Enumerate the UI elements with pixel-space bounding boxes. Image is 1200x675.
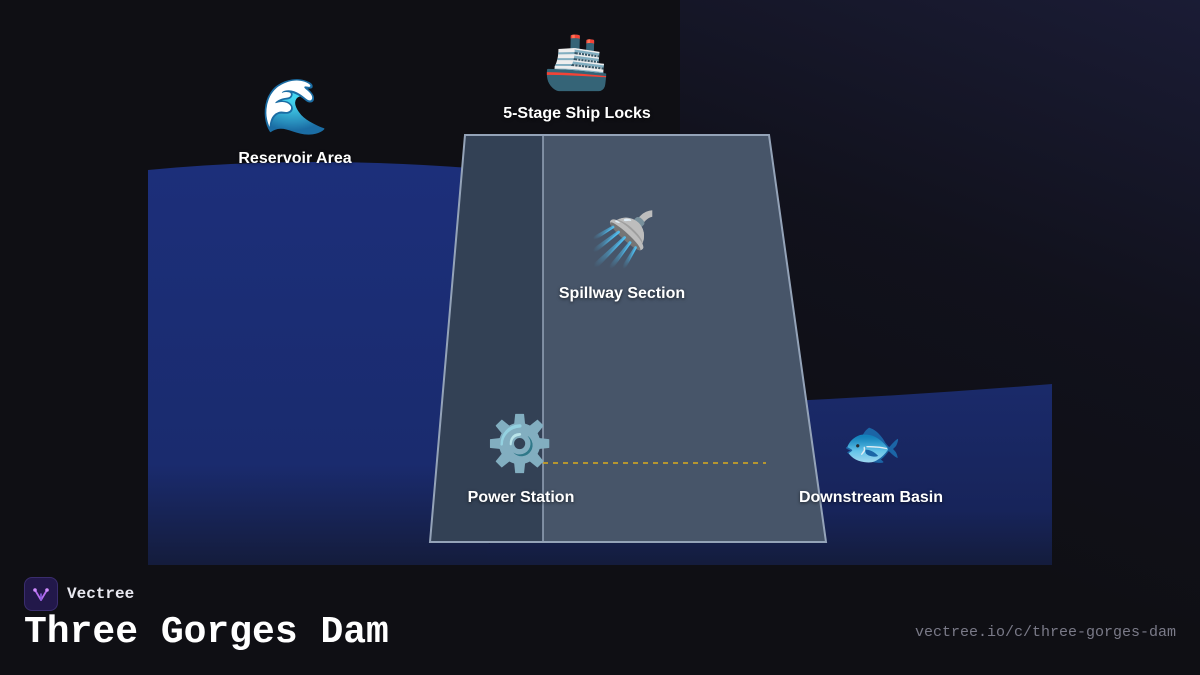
dam-outline — [428, 134, 828, 543]
ship-icon: 🚢 — [543, 30, 611, 93]
fish-icon: 🐟 — [842, 416, 902, 472]
gear-icon: ⚙️ — [486, 412, 554, 475]
power-station-label: Power Station — [467, 489, 575, 506]
reservoir-water — [148, 161, 490, 565]
brand-name: Vectree — [67, 585, 135, 603]
downstream-label: Downstream Basin — [798, 489, 944, 506]
ship-lock-channel — [430, 135, 543, 542]
page-title: Three Gorges Dam — [24, 611, 389, 654]
shower-icon: 🚿 — [589, 208, 657, 271]
reservoir-label: Reservoir Area — [238, 150, 352, 167]
source-url: vectree.io/c/three-gorges-dam — [914, 624, 1176, 641]
spillway-label: Spillway Section — [558, 285, 686, 302]
water-wave-icon: 🌊 — [261, 75, 329, 138]
vectree-logo-icon — [24, 577, 58, 611]
ship-locks-label: 5-Stage Ship Locks — [503, 105, 651, 122]
brand: Vectree — [24, 577, 134, 611]
